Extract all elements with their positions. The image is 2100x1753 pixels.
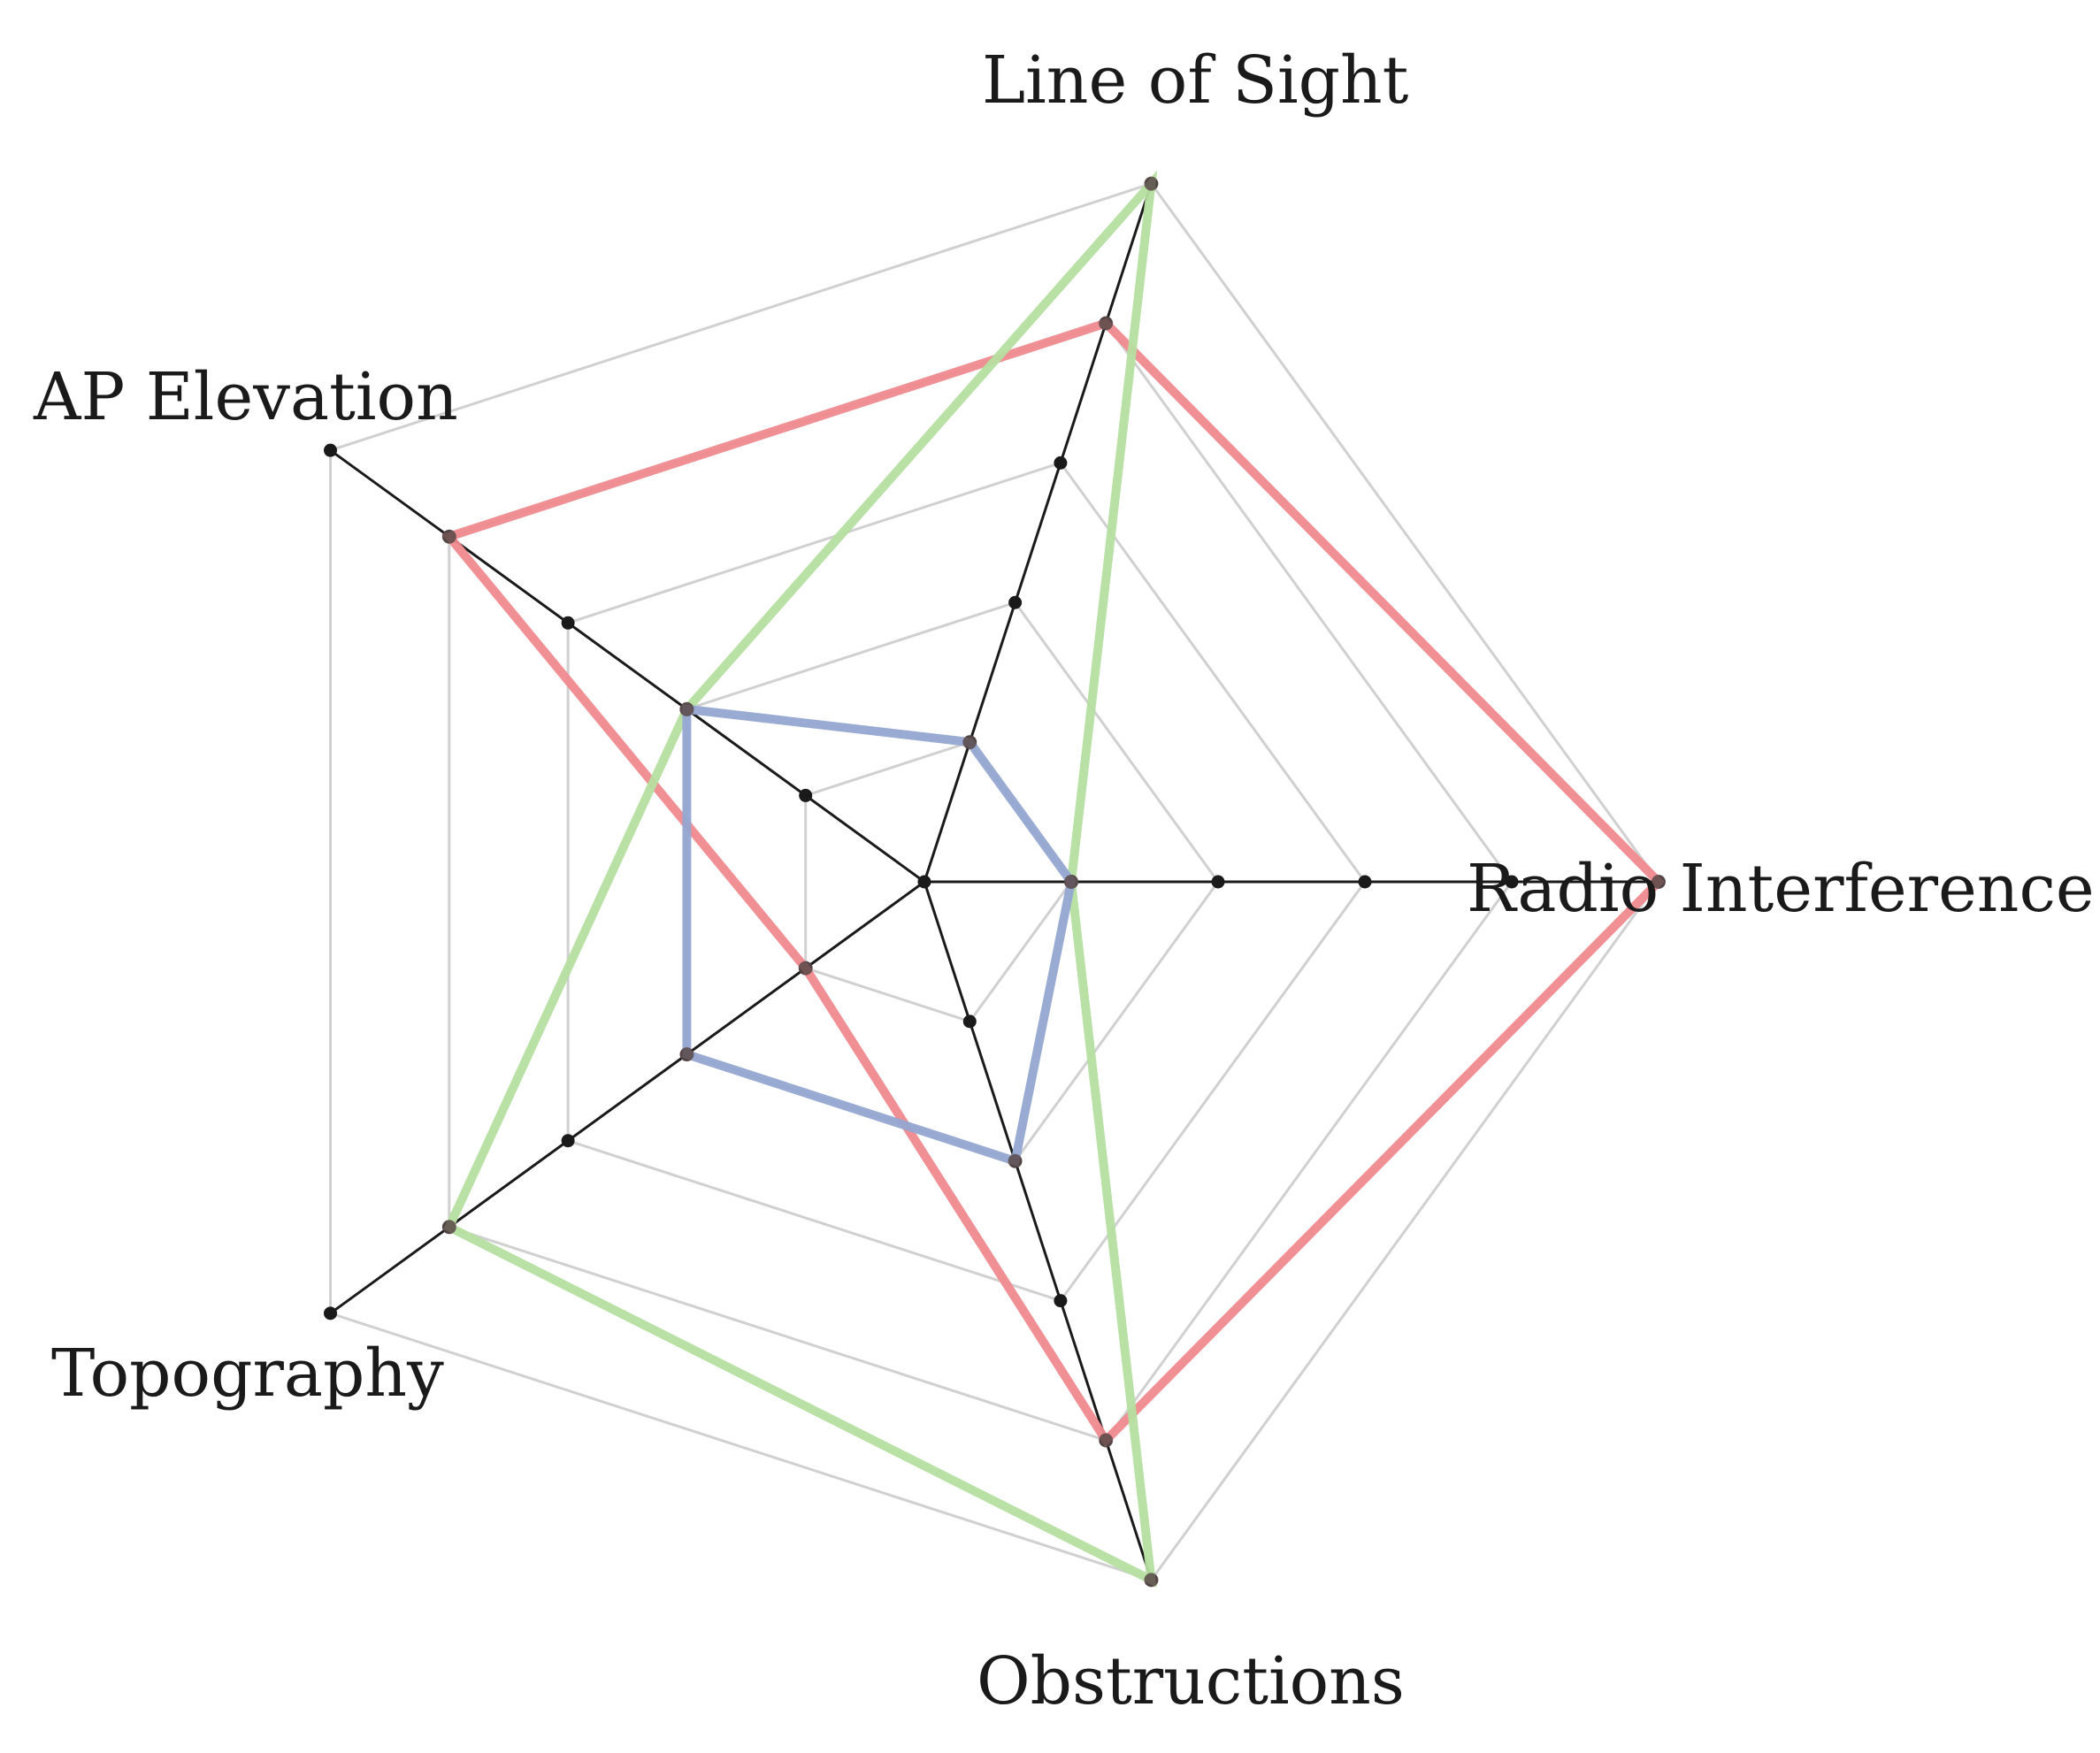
axis-tick-ap-elevation-1	[799, 788, 813, 802]
axis-line-obstructions	[923, 881, 1153, 1581]
series-1-point-radio-interference	[1652, 875, 1666, 889]
grid-ring-4	[448, 321, 1514, 1443]
series-3-polygon	[682, 704, 1077, 1167]
axis-tick-obstructions-1	[962, 1014, 977, 1029]
series-1-point-ap-elevation	[441, 529, 456, 544]
axis-tick-ap-elevation-3	[561, 616, 575, 630]
series-1-point-line-of-sight	[1099, 316, 1114, 331]
axis-label-obstructions: Obstructions	[977, 1643, 1405, 1719]
axis-line-ap-elevation	[329, 448, 925, 884]
label-layer: Radio Interference Line of Sight AP Elev…	[33, 42, 2095, 1719]
series-layer	[441, 170, 1666, 1588]
series-1-polygon	[441, 318, 1666, 1448]
axis-label-radio-interference: Radio Interference	[1467, 851, 2095, 927]
axis-tick-radio-interference-3	[1358, 875, 1372, 889]
axis-tick-ap-elevation-5	[324, 443, 338, 457]
series-3-point-obstructions	[1008, 1153, 1023, 1168]
grid-ring-5	[329, 181, 1660, 1582]
axis-line-line-of-sight	[923, 183, 1153, 883]
axis-tick-radio-interference-2	[1211, 875, 1225, 889]
series-2-point-topography	[441, 1220, 456, 1235]
axis-center-dot	[917, 875, 931, 889]
axis-tick-topography-3	[561, 1134, 575, 1148]
axis-tick-obstructions-3	[1054, 1294, 1068, 1308]
series-2-point-line-of-sight	[1144, 176, 1159, 191]
series-3-point-topography	[679, 1047, 694, 1062]
series-2-polygon	[443, 170, 1158, 1588]
axis-tick-line-of-sight-3	[1054, 455, 1068, 470]
series-1-point-topography	[798, 961, 813, 976]
series-3-point-line-of-sight	[962, 735, 977, 750]
axis-label-ap-elevation: AP Elevation	[33, 359, 458, 435]
axis-label-topography: Topography	[51, 1336, 444, 1412]
series-3-point-ap-elevation	[679, 701, 694, 716]
series-1-point-obstructions	[1099, 1433, 1114, 1448]
series-2-point-obstructions	[1144, 1573, 1159, 1588]
axis-tick-radio-interference-4	[1505, 875, 1519, 889]
axis-tick-line-of-sight-2	[1008, 595, 1023, 609]
axis-tick-topography-5	[324, 1306, 338, 1320]
series-3-point-radio-interference	[1064, 875, 1078, 889]
axis-label-line-of-sight: Line of Sight	[982, 42, 1409, 119]
axis-line-topography	[329, 880, 925, 1315]
